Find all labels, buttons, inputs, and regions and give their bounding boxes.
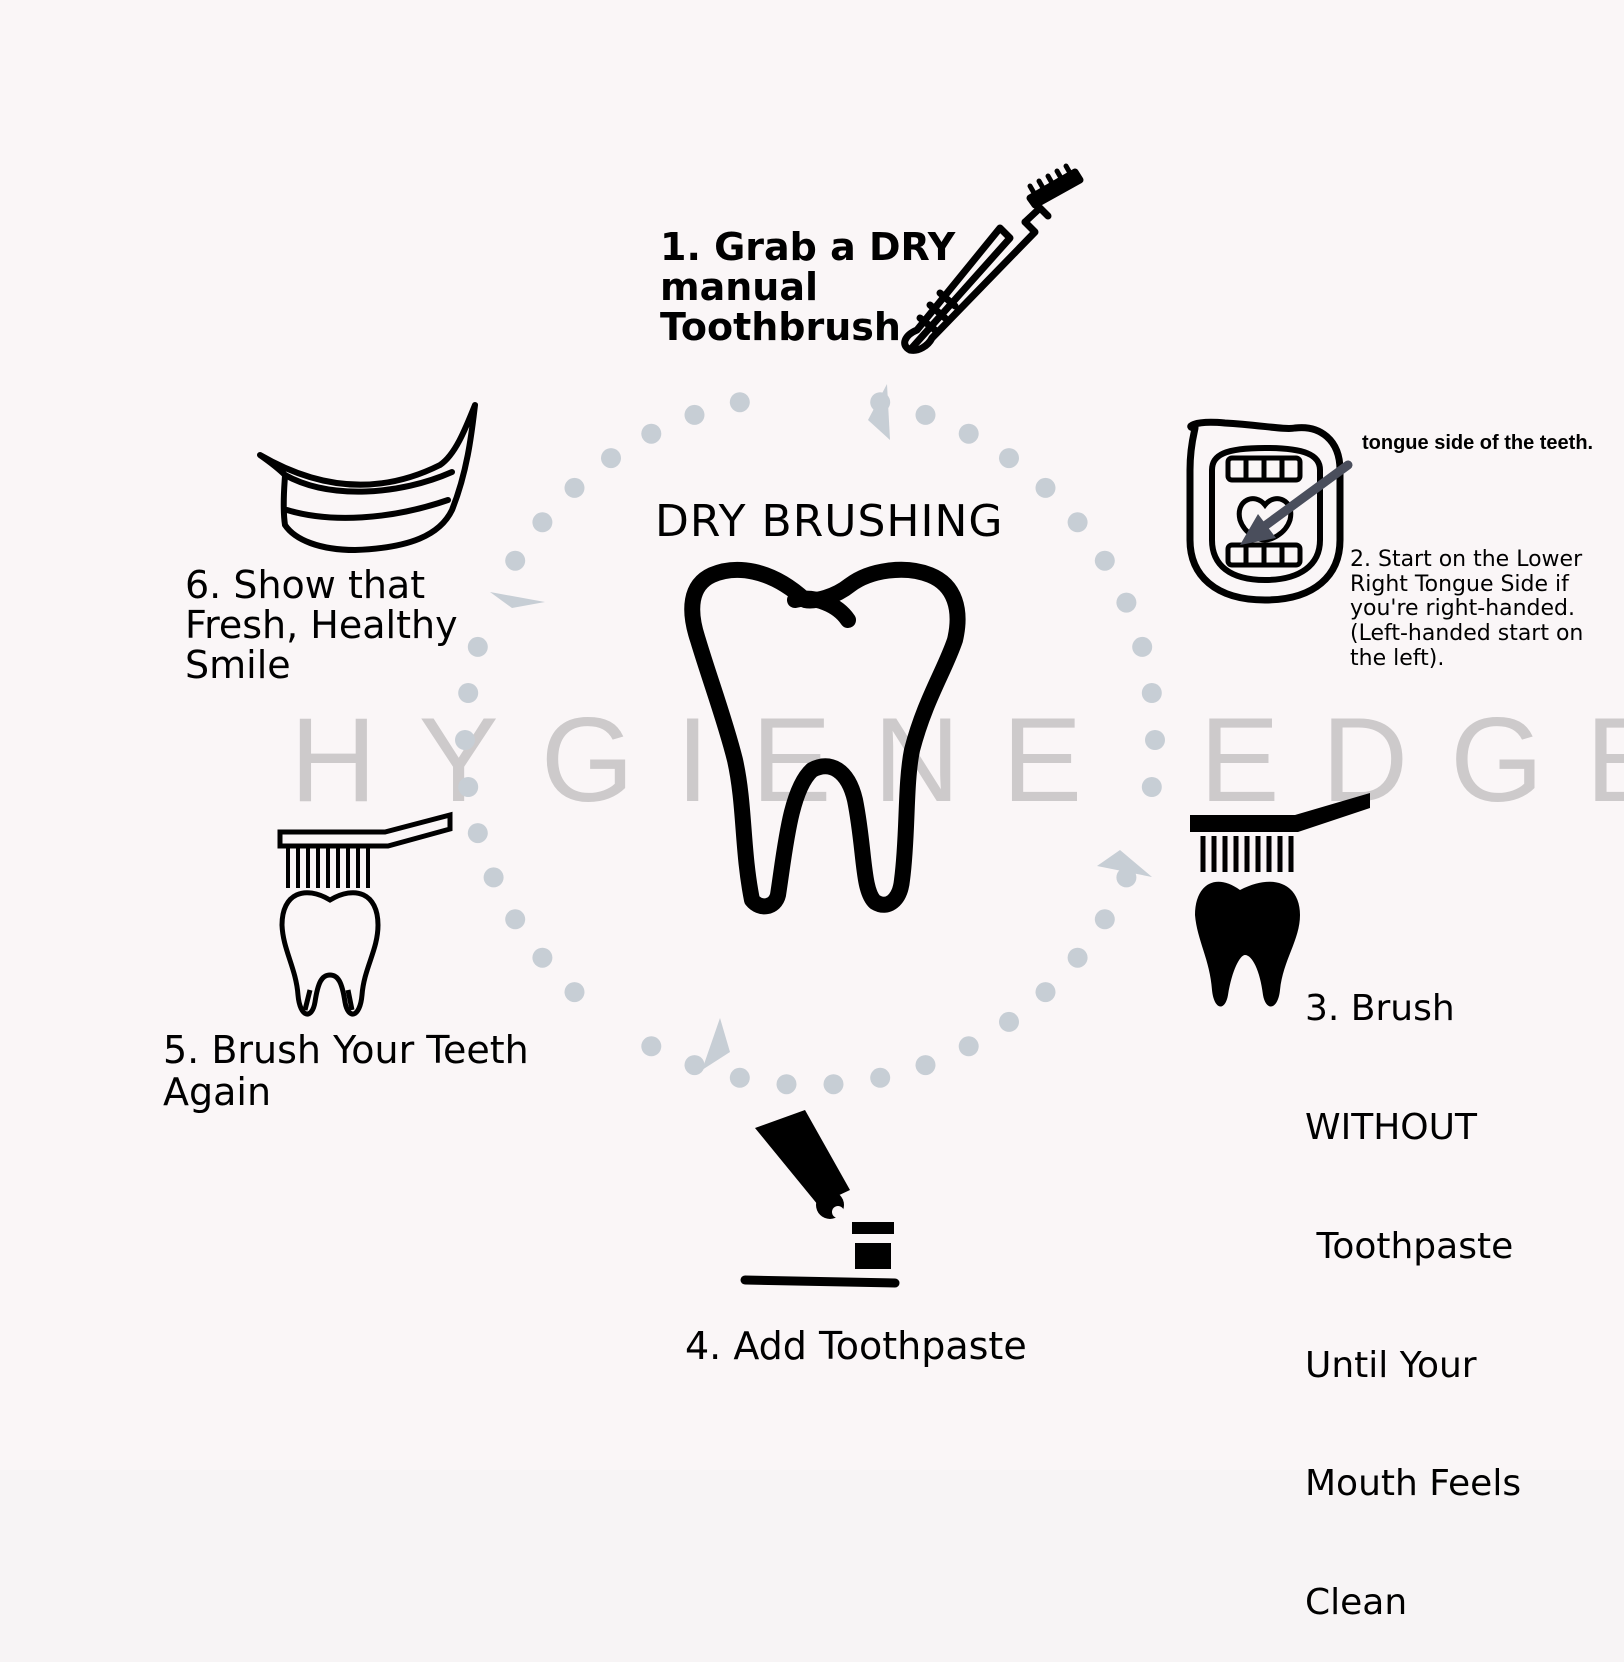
ring-dot	[684, 404, 705, 425]
ring-dot	[505, 550, 526, 571]
ring-dot	[532, 512, 553, 533]
diagram-title: DRY BRUSHING	[655, 496, 1004, 547]
ring-dot	[1035, 982, 1056, 1003]
step-5-line: Again	[163, 1069, 272, 1114]
cycle-arrow-bottom	[702, 1018, 730, 1070]
step-5-line: 5. Brush Your Teeth	[163, 1028, 529, 1072]
ring-dot	[684, 1055, 705, 1076]
ring-dot	[564, 982, 585, 1003]
ring-dot	[458, 777, 479, 797]
step-1-line: 1. Grab a DRY	[660, 225, 956, 269]
ring-dot	[483, 867, 504, 888]
ring-dot	[455, 730, 475, 750]
ring-dot	[870, 1067, 891, 1088]
ring-dot	[999, 448, 1019, 469]
ring-dot	[505, 909, 526, 930]
step-5-label: 5. Brush Your Teeth Again	[163, 1028, 529, 1114]
step-2-line: you're right-handed.	[1350, 596, 1576, 622]
ring-dot	[1116, 592, 1137, 613]
diagram-graphics	[257, 163, 1370, 1288]
ring-dot	[1141, 777, 1162, 797]
ring-dot	[729, 1067, 750, 1088]
ring-dot	[1067, 512, 1088, 533]
open-mouth-icon	[1186, 418, 1353, 604]
ring-dot	[915, 404, 936, 425]
ring-dot	[823, 1074, 844, 1095]
ring-dot	[1035, 477, 1056, 498]
step-3-line: Toothpaste	[1305, 1225, 1514, 1267]
ring-dot	[641, 423, 662, 444]
tooth-brush-outline-icon	[277, 811, 453, 1017]
ring-dot	[467, 823, 488, 844]
cycle-ring	[455, 392, 1165, 1095]
step-2-line: (Left-handed start on	[1350, 620, 1584, 646]
step-1-line: manual	[660, 264, 819, 309]
ring-dot	[958, 423, 979, 444]
ring-dot	[458, 683, 479, 703]
cycle-arrows	[490, 384, 1152, 1070]
ring-dot	[641, 1036, 662, 1057]
cycle-arrow-right	[1097, 850, 1152, 877]
ring-dot	[915, 1055, 936, 1076]
ring-dot	[958, 1036, 979, 1057]
step-1-label: 1. Grab a DRY manual Toothbrush	[660, 225, 956, 349]
smile-icon	[257, 402, 478, 553]
ring-dot	[776, 1074, 797, 1095]
step-3-line: Until Your	[1305, 1344, 1477, 1386]
ring-dot	[1094, 550, 1115, 571]
step-3-label: 3. Brush WITHOUT Toothpaste Until Your M…	[1305, 910, 1521, 1662]
tooth-icon	[684, 561, 966, 915]
cycle-arrow-top	[868, 384, 890, 440]
step-1-line: Toothbrush	[660, 304, 901, 349]
tongue-side-note: tongue side of the teeth.	[1362, 432, 1594, 454]
toothbrush-icon	[901, 163, 1084, 354]
diagram-canvas	[0, 0, 1624, 1470]
cycle-arrow-left	[490, 592, 545, 608]
ring-dot	[532, 947, 553, 968]
step-6-line: 6. Show that	[185, 563, 426, 607]
step-3-line: Mouth Feels	[1305, 1463, 1522, 1505]
ring-dot	[601, 448, 621, 469]
step-3-line: Clean	[1305, 1582, 1408, 1624]
tongue-pointer-arrow	[1257, 460, 1353, 533]
ring-dot	[467, 636, 488, 657]
step-2-line: 2. Start on the Lower	[1350, 547, 1583, 572]
ring-dot	[1141, 683, 1162, 703]
step-2-label: 2. Start on the Lower Right Tongue Side …	[1350, 547, 1584, 671]
step-2-line: the left).	[1350, 645, 1445, 671]
ring-dot	[999, 1011, 1019, 1032]
ring-dot	[1067, 947, 1088, 968]
step-3-line: WITHOUT	[1305, 1106, 1477, 1148]
step-6-line: Smile	[185, 642, 291, 687]
step-3-line: 3. Brush	[1305, 988, 1455, 1030]
step-6-label: 6. Show that Fresh, Healthy Smile	[185, 563, 458, 687]
ring-dot	[1132, 636, 1153, 657]
brush-tooth-icon	[1190, 793, 1370, 1007]
ring-dot	[1094, 909, 1115, 930]
toothpaste-icon	[740, 1110, 900, 1288]
step-2-line: Right Tongue Side if	[1350, 571, 1569, 597]
step-6-line: Fresh, Healthy	[185, 602, 458, 647]
ring-dot	[729, 392, 750, 413]
ring-dot	[1145, 730, 1165, 750]
step-4-label: 4. Add Toothpaste	[685, 1324, 1027, 1368]
ring-dot	[564, 477, 585, 498]
